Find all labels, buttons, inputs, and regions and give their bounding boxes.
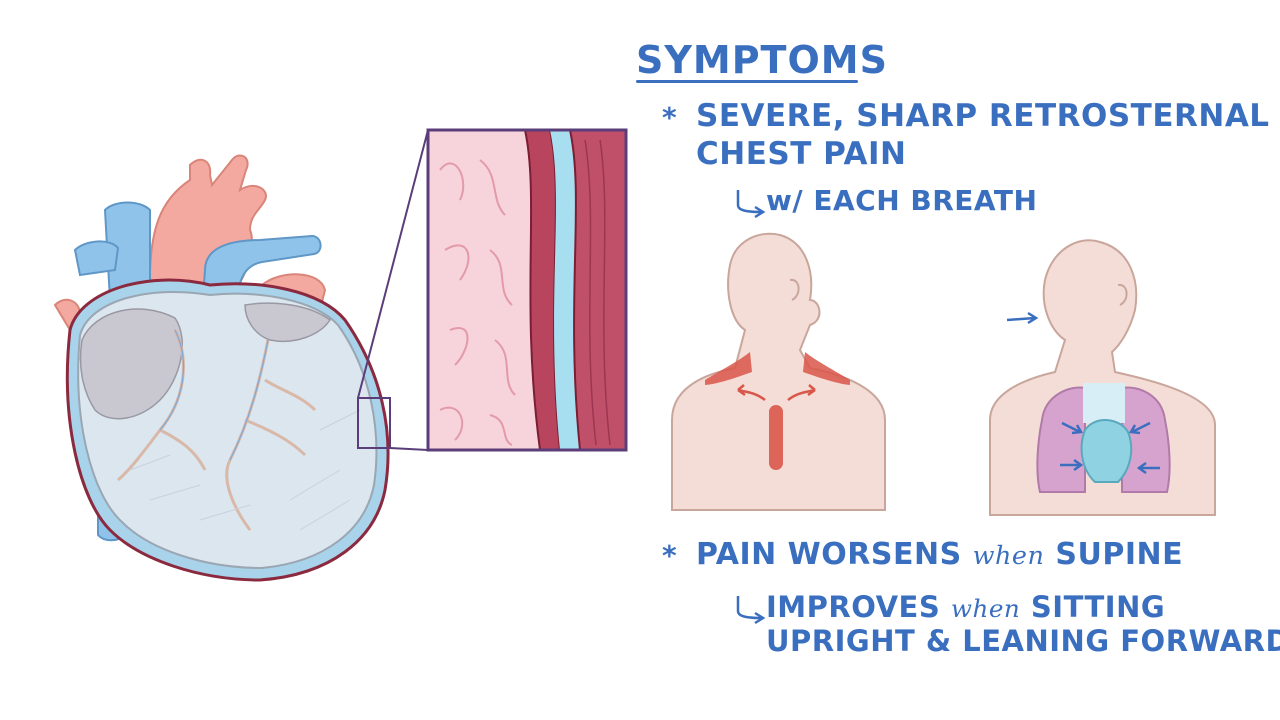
hook-arrow-icon [736, 190, 766, 625]
symptom-2-sub-part-2: SITTING [1030, 590, 1166, 624]
slide-title: SYMPTOMS [636, 38, 888, 82]
symptom-1-subnote: w/ EACH BREATH [766, 184, 1038, 217]
symptom-2-line: PAIN WORSENS when SUPINE [696, 537, 1183, 572]
symptom-2-sub-part-1: IMPROVES [766, 590, 941, 624]
person-breathing-illustration [989, 239, 1216, 516]
symptom-2-subnote-line-2: UPRIGHT & LEANING FORWARD [766, 624, 1280, 658]
heart-illustration [53, 154, 391, 582]
symptom-2-sub-when: when [950, 594, 1021, 623]
symptom-1-line-1: SEVERE, SHARP RETROSTERNAL [696, 98, 1270, 134]
symptom-1-line-2: CHEST PAIN [696, 136, 907, 172]
symptom-2-part-1: PAIN WORSENS [696, 537, 962, 572]
symptom-2-when: when [972, 541, 1045, 571]
asterisk-icon: * [662, 539, 677, 572]
person-neck-pain-illustration [671, 232, 886, 511]
symptom-2-subnote-line-1: IMPROVES when SITTING [766, 590, 1165, 624]
pericardium-zoom-inset [357, 128, 628, 452]
symptom-2-part-2: SUPINE [1055, 537, 1184, 572]
asterisk-icon: * [662, 101, 677, 134]
title-underline [636, 80, 858, 83]
